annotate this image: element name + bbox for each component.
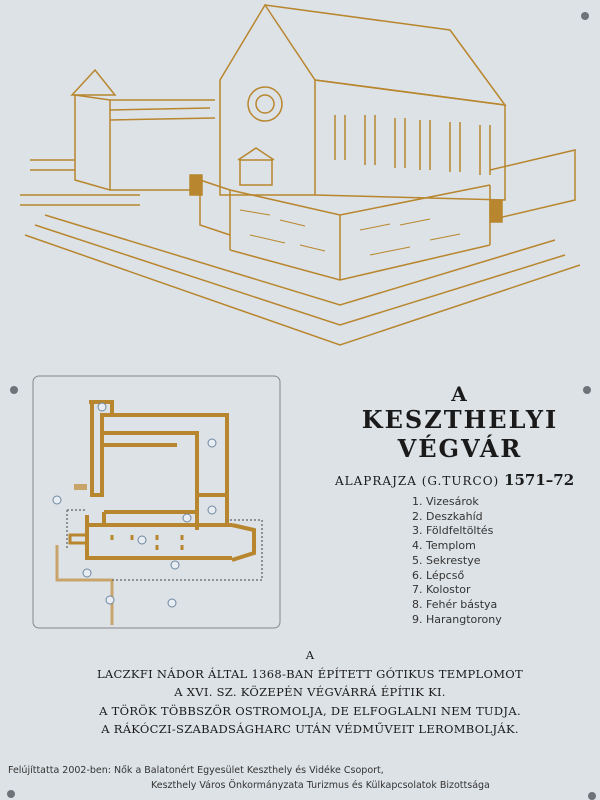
story-line: LACZKFI NÁDOR ÁLTAL 1368-BAN ÉPÍTETT GÓT… — [97, 666, 523, 681]
plan-legend: 1. Vizesárok 2. Deszkahíd 3. Földfeltölt… — [412, 495, 502, 627]
legend-item: 3. Földfeltöltés — [412, 524, 494, 538]
story-line: A — [305, 648, 315, 662]
story-line: A XVI. SZ. KÖZEPÉN VÉGVÁRRÁ ÉPÍTIK KI. — [174, 685, 446, 699]
screw — [7, 790, 15, 798]
title-line2: VÉGVÁR — [397, 434, 523, 463]
legend-item: 8. Fehér bástya — [412, 597, 498, 611]
screw — [588, 792, 596, 800]
screw — [581, 12, 589, 20]
title-line1: KESZTHELYI — [361, 405, 559, 434]
title-article: A — [451, 382, 469, 406]
screw — [583, 386, 591, 394]
story-line: A RÁKÓCZI-SZABADSÁGHARC UTÁN VÉDMŰVEIT L… — [101, 722, 519, 736]
legend-item: 1. Vizesárok — [412, 495, 479, 508]
legend-item: 4. Templom — [412, 539, 476, 553]
legend-item: 9. Harangtorony — [412, 612, 502, 626]
legend-item: 5. Sekrestye — [412, 553, 481, 567]
credits-line2: Keszthely Város Önkormányzata Turizmus é… — [151, 780, 490, 791]
legend-item: 2. Deszkahíd — [412, 509, 483, 523]
subtitle-text: ALAPRAJZA (G.TURCO) — [335, 474, 500, 488]
legend-item: 6. Lépcső — [412, 568, 465, 582]
plan-subtitle: ALAPRAJZA (G.TURCO) 1571–72 — [335, 471, 574, 489]
credits: Felújíttatta 2002-ben: Nők a Balatonért … — [8, 763, 490, 793]
fortress-sketch — [20, 3, 581, 346]
plan-years: 1571–72 — [504, 471, 575, 489]
credits-line1: Felújíttatta 2002-ben: Nők a Balatonért … — [8, 765, 384, 776]
screw — [10, 386, 18, 394]
story-line: A TÖRÖK TÖBBSZÖR OSTROMOLJA, DE ELFOGLAL… — [99, 703, 521, 718]
history-text: A LACZKFI NÁDOR ÁLTAL 1368-BAN ÉPÍTETT G… — [40, 646, 580, 739]
floor-plan — [32, 375, 281, 629]
legend-item: 7. Kolostor — [412, 583, 471, 597]
